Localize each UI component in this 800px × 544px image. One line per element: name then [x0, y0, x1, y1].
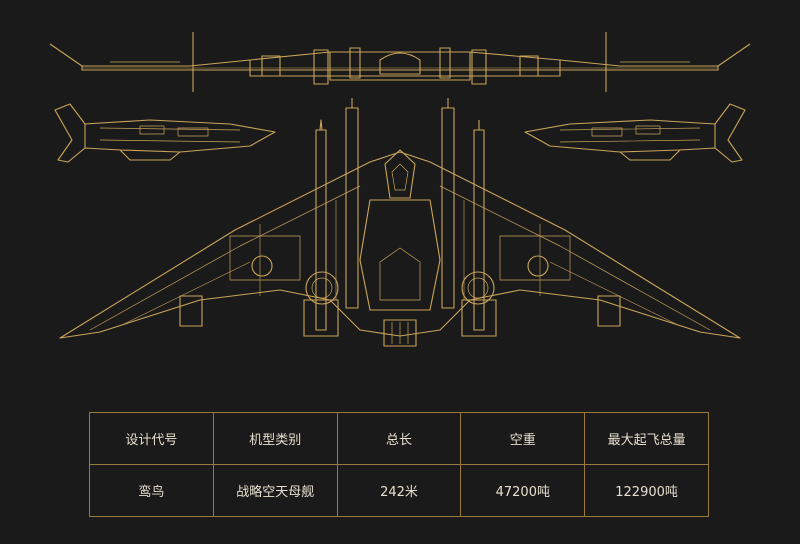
header-model-category: 机型类别 [212, 412, 338, 465]
table-header-row: 设计代号 机型类别 总长 空重 最大起飞总量 [89, 412, 709, 465]
spec-table: 设计代号 机型类别 总长 空重 最大起飞总量 鸾鸟 战略空天母舰 242米 47… [89, 412, 709, 517]
value-model-category: 战略空天母舰 [212, 464, 338, 517]
spacecraft-blueprint-drawing [49, 32, 751, 347]
side-view-left-drawing [54, 103, 276, 163]
front-view-drawing [59, 98, 741, 347]
table-value-row: 鸾鸟 战略空天母舰 242米 47200吨 122900吨 [89, 464, 709, 517]
value-max-takeoff: 122900吨 [584, 464, 709, 517]
side-view-right-drawing [524, 103, 746, 163]
top-view-drawing [49, 32, 751, 92]
value-total-length: 242米 [336, 464, 462, 517]
value-empty-weight: 47200吨 [460, 464, 586, 517]
value-design-code: 鸾鸟 [89, 464, 214, 517]
header-design-code: 设计代号 [89, 412, 214, 465]
header-empty-weight: 空重 [460, 412, 586, 465]
header-max-takeoff: 最大起飞总量 [584, 412, 709, 465]
header-total-length: 总长 [336, 412, 462, 465]
